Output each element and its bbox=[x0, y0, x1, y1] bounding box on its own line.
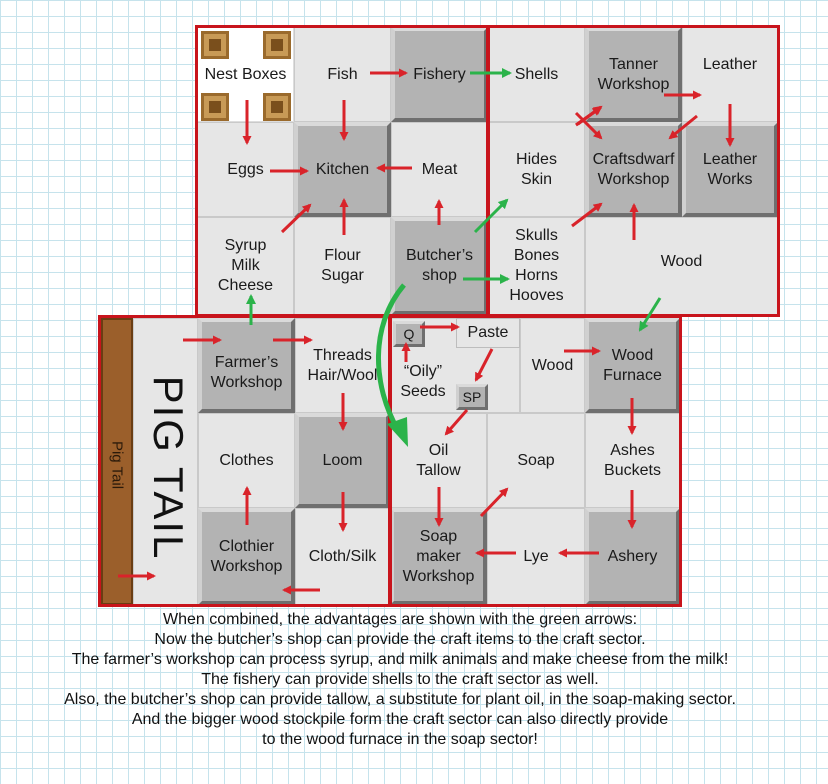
lye-stockpile: Lye bbox=[487, 508, 585, 605]
screw-press-label: SP bbox=[462, 389, 482, 405]
shells-label: Shells bbox=[514, 65, 559, 83]
nest-box-icon bbox=[201, 31, 229, 59]
food-sector-border bbox=[195, 25, 490, 317]
caption-line: The fishery can provide shells to the cr… bbox=[201, 671, 599, 688]
flour-sugar-label: Flour Sugar bbox=[321, 247, 364, 284]
cloth-silk-label: Cloth/Silk bbox=[308, 547, 377, 565]
caption-line: to the wood furnace in the soap sector! bbox=[262, 731, 538, 748]
threads-stockpile: Threads Hair/Wool bbox=[295, 318, 390, 413]
oily-seeds-label: “Oily” Seeds bbox=[400, 363, 446, 400]
quern-label: Q bbox=[403, 326, 415, 342]
skulls-bones-stockpile: Skulls Bones Horns Hooves bbox=[488, 217, 585, 315]
butchers-shop-label: Butcher’s shop bbox=[406, 247, 473, 284]
loom-label: Loom bbox=[322, 451, 363, 469]
syrup-milk-cheese-stockpile: Syrup Milk Cheese bbox=[197, 217, 294, 315]
wood-top-label: Wood bbox=[660, 253, 703, 270]
pig-tail-sector-border bbox=[98, 315, 392, 607]
syrup-milk-cheese-label: Syrup Milk Cheese bbox=[217, 237, 274, 294]
caption-line: The farmer’s workshop can process syrup,… bbox=[71, 651, 729, 668]
meat-label: Meat bbox=[421, 160, 458, 178]
wood-furnace-workshop: Wood Furnace bbox=[585, 318, 680, 413]
craft-sector-border bbox=[486, 25, 780, 317]
clothes-label: Clothes bbox=[219, 451, 274, 469]
pig-tail-post bbox=[101, 318, 133, 605]
lye-label: Lye bbox=[523, 547, 549, 565]
soap-label: Soap bbox=[517, 451, 555, 469]
clothier-workshop-label: Clothier Workshop bbox=[210, 537, 283, 575]
skulls-bones-label: Skulls Bones Horns Hooves bbox=[509, 227, 564, 304]
wood-furnace-label: Wood Furnace bbox=[603, 346, 662, 384]
ashery-label: Ashery bbox=[607, 547, 658, 565]
fish-label: Fish bbox=[327, 65, 358, 83]
soap-maker-workshop-label: Soap maker Workshop bbox=[402, 527, 475, 585]
screw-press-workshop: SP bbox=[456, 384, 488, 410]
caption-line: Also, the butcher’s shop can provide tal… bbox=[64, 691, 736, 708]
farmers-workshop: Farmer’s Workshop bbox=[198, 318, 295, 413]
oil-tallow-label: Oil Tallow bbox=[416, 441, 461, 479]
nest-boxes-label: Nest Boxes bbox=[204, 65, 287, 83]
leather-works-label: Leather Works bbox=[702, 150, 758, 188]
nest-box-icon bbox=[263, 93, 291, 121]
caption-line: Now the butcher’s shop can provide the c… bbox=[154, 631, 646, 648]
nest-box-icon bbox=[263, 31, 291, 59]
fishery-label: Fishery bbox=[413, 65, 466, 83]
nest-box-icon bbox=[201, 93, 229, 121]
clothes-stockpile: Clothes bbox=[198, 413, 295, 508]
caption-line: And the bigger wood stockpile form the c… bbox=[131, 711, 669, 728]
caption-line: When combined, the advantages are shown … bbox=[162, 611, 638, 628]
wood-mid-stockpile: Wood bbox=[520, 318, 585, 413]
paste-stockpile: Paste bbox=[456, 318, 520, 348]
kitchen-label: Kitchen bbox=[315, 160, 370, 178]
eggs-label: Eggs bbox=[227, 160, 264, 178]
threads-label: Threads Hair/Wool bbox=[307, 346, 378, 384]
wood-mid-label: Wood bbox=[531, 356, 574, 374]
farmers-workshop-label: Farmer’s Workshop bbox=[210, 354, 283, 391]
caption: When combined, the advantages are shown … bbox=[0, 610, 800, 750]
paste-label: Paste bbox=[467, 324, 509, 341]
ashes-buckets-label: Ashes Buckets bbox=[604, 441, 661, 479]
leather-label: Leather bbox=[702, 56, 758, 73]
tanner-workshop-label: Tanner Workshop bbox=[597, 55, 670, 93]
hides-skin-label: Hides Skin bbox=[516, 150, 557, 188]
craftsdwarf-workshop-label: Craftsdwarf Workshop bbox=[592, 150, 675, 188]
pig-tail-stockpile bbox=[133, 318, 198, 605]
soap-sector-border bbox=[388, 315, 682, 607]
